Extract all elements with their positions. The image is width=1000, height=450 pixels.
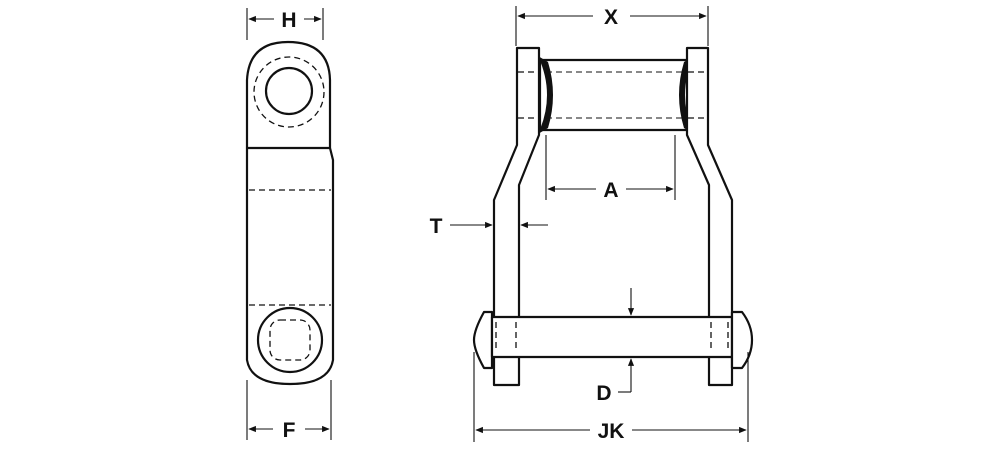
side-hidden-bushing-circle [253, 56, 325, 128]
right-side-plate [685, 46, 734, 387]
weld-fillet-left [538, 56, 553, 134]
pin-shaft [490, 315, 734, 359]
side-bushing-hole [264, 66, 314, 116]
bushing-barrel [538, 58, 694, 132]
side-view: H F [245, 8, 335, 442]
dimension-label-x: X [604, 6, 618, 29]
dimension-label-f: F [283, 419, 296, 442]
pin-head-right [730, 310, 754, 370]
dimension-label-jk: JK [598, 420, 625, 443]
side-pin-circle [256, 306, 324, 374]
dimension-label-a: A [603, 179, 618, 202]
dimension-label-d: D [596, 382, 611, 405]
side-pin-flat [269, 319, 311, 361]
pin-head-left [472, 310, 494, 370]
front-view: X A T D JK [430, 6, 754, 443]
weld-fillet-right [679, 56, 694, 134]
dimension-label-h: H [281, 9, 296, 32]
dimension-label-t: T [430, 215, 443, 238]
left-side-plate [492, 46, 541, 387]
